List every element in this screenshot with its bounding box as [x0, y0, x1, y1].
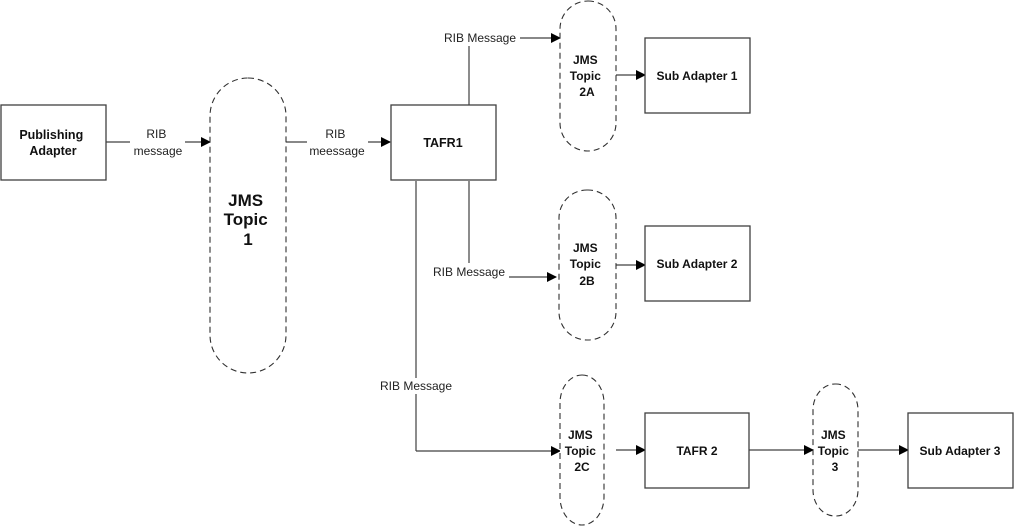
node-jms-topic-2c[interactable] — [559, 374, 605, 526]
node-jms-topic-2b[interactable] — [558, 189, 617, 341]
sub-adapter-1-label: Sub Adapter 1 — [657, 69, 738, 83]
sub-adapter-2-label: Sub Adapter 2 — [657, 257, 738, 271]
edge-label-pub-to-topic1: RIB message — [134, 127, 183, 158]
tafr2-label: TAFR 2 — [676, 444, 717, 458]
jms-topic-2b-label: JMS Topic 2B — [570, 241, 604, 288]
edge-label-tafr1-to-2c: RIB Message — [380, 379, 452, 393]
jms-topic-1-label: JMS Topic 1 — [224, 191, 273, 249]
node-jms-topic-1[interactable] — [209, 77, 287, 374]
jms-topic-2a-label: JMS Topic 2A — [570, 53, 604, 99]
sub-adapter-3-label: Sub Adapter 3 — [920, 444, 1001, 458]
node-tafr2[interactable] — [644, 412, 750, 489]
node-jms-topic-2a[interactable] — [559, 0, 617, 152]
tafr1-label: TAFR1 — [423, 136, 462, 150]
node-publishing-adapter[interactable] — [0, 104, 107, 181]
node-sub-adapter-1[interactable] — [644, 37, 751, 114]
edge-label-tafr1-to-2b: RIB Message — [433, 265, 505, 279]
edge-label-tafr1-to-2a: RIB Message — [444, 31, 516, 45]
node-sub-adapter-2[interactable] — [644, 225, 751, 302]
jms-topic-3-label: JMS Topic 3 — [818, 428, 852, 474]
node-jms-topic-3[interactable] — [812, 383, 859, 517]
node-tafr1[interactable] — [390, 104, 497, 181]
edge-label-topic1-to-tafr1: RIB meessage — [309, 127, 365, 158]
publishing-adapter-label: Publishing Adapter — [19, 128, 86, 158]
node-sub-adapter-3[interactable] — [907, 412, 1014, 489]
jms-topic-2c-label: JMS Topic 2C — [565, 428, 599, 474]
